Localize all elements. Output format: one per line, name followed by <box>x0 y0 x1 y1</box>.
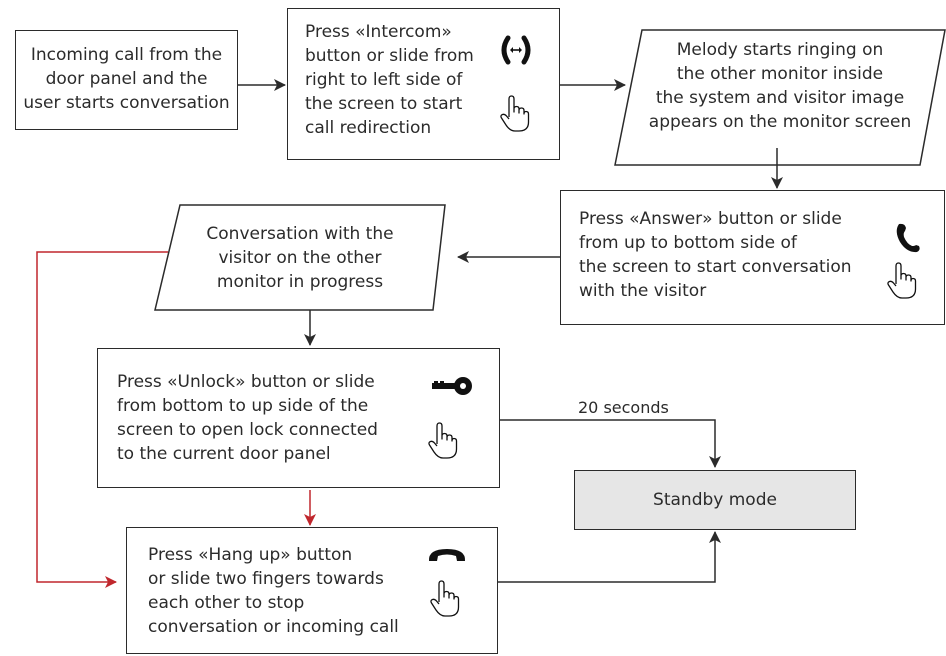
intercom-icon <box>501 35 531 65</box>
melody-text: Melody starts ringing on the other monit… <box>648 40 912 132</box>
unlock-text: Press «Unlock» button or slide from bott… <box>117 372 378 464</box>
hand-pointer-icon <box>887 262 917 299</box>
phone-hangup-icon <box>428 549 466 561</box>
hand-pointer-icon <box>428 422 458 459</box>
hangup-text: Press «Hang up» button or slide two fing… <box>148 545 399 637</box>
melody-node-shape <box>614 29 946 166</box>
intercom-text: Press «Intercom» button or slide from ri… <box>305 22 474 138</box>
edge-unlock-to-standby <box>500 419 721 468</box>
edge-hangup-to-standby <box>498 531 721 583</box>
intercom-node <box>287 8 560 160</box>
phone-answer-icon <box>896 223 920 253</box>
answer-text: Press «Answer» button or slide from up t… <box>579 209 852 301</box>
conversation-text: Conversation with the visitor on the oth… <box>206 224 394 292</box>
standby-node <box>574 470 856 530</box>
hand-pointer-icon <box>500 95 530 132</box>
hangup-node <box>126 527 498 654</box>
key-icon <box>432 377 472 395</box>
unlock-node <box>97 348 500 488</box>
hand-pointer-icon <box>430 580 460 617</box>
edge-conversation-to-hangup <box>36 251 168 588</box>
incoming-call-node <box>15 30 238 130</box>
timeout-label: 20 seconds <box>578 398 669 417</box>
incoming-call-text: Incoming call from the door panel and th… <box>23 45 230 113</box>
conversation-node-shape <box>154 204 446 311</box>
answer-node <box>560 190 945 325</box>
standby-text: Standby mode <box>653 490 777 510</box>
